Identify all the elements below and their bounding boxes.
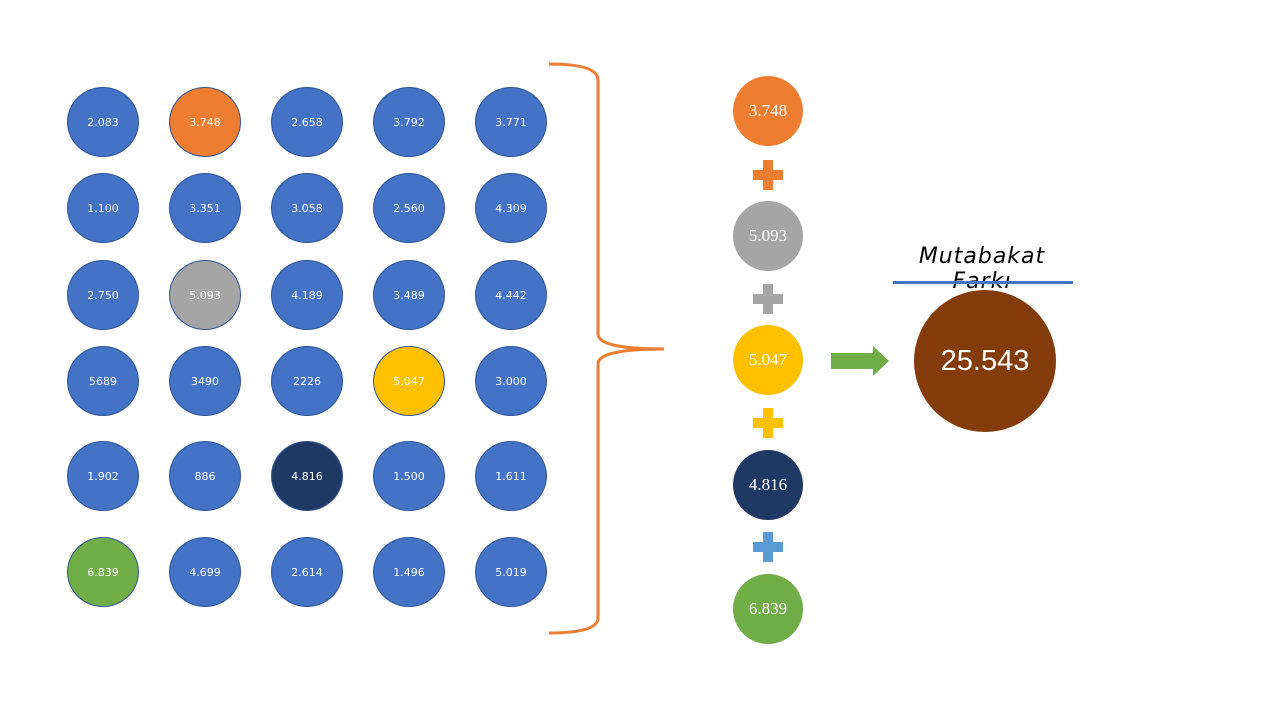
- value-grid: 2.083 3.748 2.658 3.792 3.771 1.100 3.351 3.058…: [0, 0, 600, 720]
- right-arrow-icon: [831, 346, 889, 376]
- plus-icon-4: [753, 532, 783, 562]
- plus-icon-3: [753, 408, 783, 438]
- grid-bubble-r5-c4: 1.500: [373, 441, 445, 511]
- grid-bubble-r1-c2: 3.748: [169, 87, 241, 157]
- grid-bubble-r2-c1: 1.100: [67, 173, 139, 243]
- grid-bubble-r2-c5: 4.309: [475, 173, 547, 243]
- grid-bubble-r6-c4: 1.496: [373, 537, 445, 607]
- curly-bracket: [548, 62, 665, 635]
- chain-bubble-2: 5.093: [733, 201, 803, 271]
- grid-bubble-r5-c2: 886: [169, 441, 241, 511]
- plus-icon-2: [753, 284, 783, 314]
- chain-bubble-5: 6.839: [733, 574, 803, 644]
- grid-bubble-r4-c1: 5689: [67, 346, 139, 416]
- result-circle: 25.543: [914, 290, 1056, 432]
- grid-bubble-r6-c2: 4.699: [169, 537, 241, 607]
- grid-bubble-r1-c5: 3.771: [475, 87, 547, 157]
- grid-bubble-r1-c3: 2.658: [271, 87, 343, 157]
- plus-icon-1: [753, 160, 783, 190]
- grid-bubble-r6-c5: 5.019: [475, 537, 547, 607]
- chain-bubble-1: 3.748: [733, 76, 803, 146]
- grid-bubble-r4-c3: 2226: [271, 346, 343, 416]
- grid-bubble-r2-c3: 3.058: [271, 173, 343, 243]
- grid-bubble-r4-c4: 5.047: [373, 346, 445, 416]
- result-title: Mutabakat Farkı: [918, 244, 1046, 294]
- grid-bubble-r4-c2: 3490: [169, 346, 241, 416]
- grid-bubble-r6-c3: 2.614: [271, 537, 343, 607]
- grid-bubble-r3-c2: 5.093: [169, 260, 241, 330]
- grid-bubble-r4-c5: 3.000: [475, 346, 547, 416]
- chain-bubble-4: 4.816: [733, 450, 803, 520]
- grid-bubble-r5-c3: 4.816: [271, 441, 343, 511]
- grid-bubble-r3-c4: 3.489: [373, 260, 445, 330]
- grid-bubble-r3-c5: 4.442: [475, 260, 547, 330]
- grid-bubble-r2-c2: 3.351: [169, 173, 241, 243]
- grid-bubble-r5-c1: 1.902: [67, 441, 139, 511]
- grid-bubble-r1-c4: 3.792: [373, 87, 445, 157]
- grid-bubble-r1-c1: 2.083: [67, 87, 139, 157]
- grid-bubble-r5-c5: 1.611: [475, 441, 547, 511]
- grid-bubble-r6-c1: 6.839: [67, 537, 139, 607]
- grid-bubble-r3-c3: 4.189: [271, 260, 343, 330]
- chain-bubble-3: 5.047: [733, 325, 803, 395]
- grid-bubble-r2-c4: 2.560: [373, 173, 445, 243]
- grid-bubble-r3-c1: 2.750: [67, 260, 139, 330]
- result-title-underline: [893, 281, 1073, 284]
